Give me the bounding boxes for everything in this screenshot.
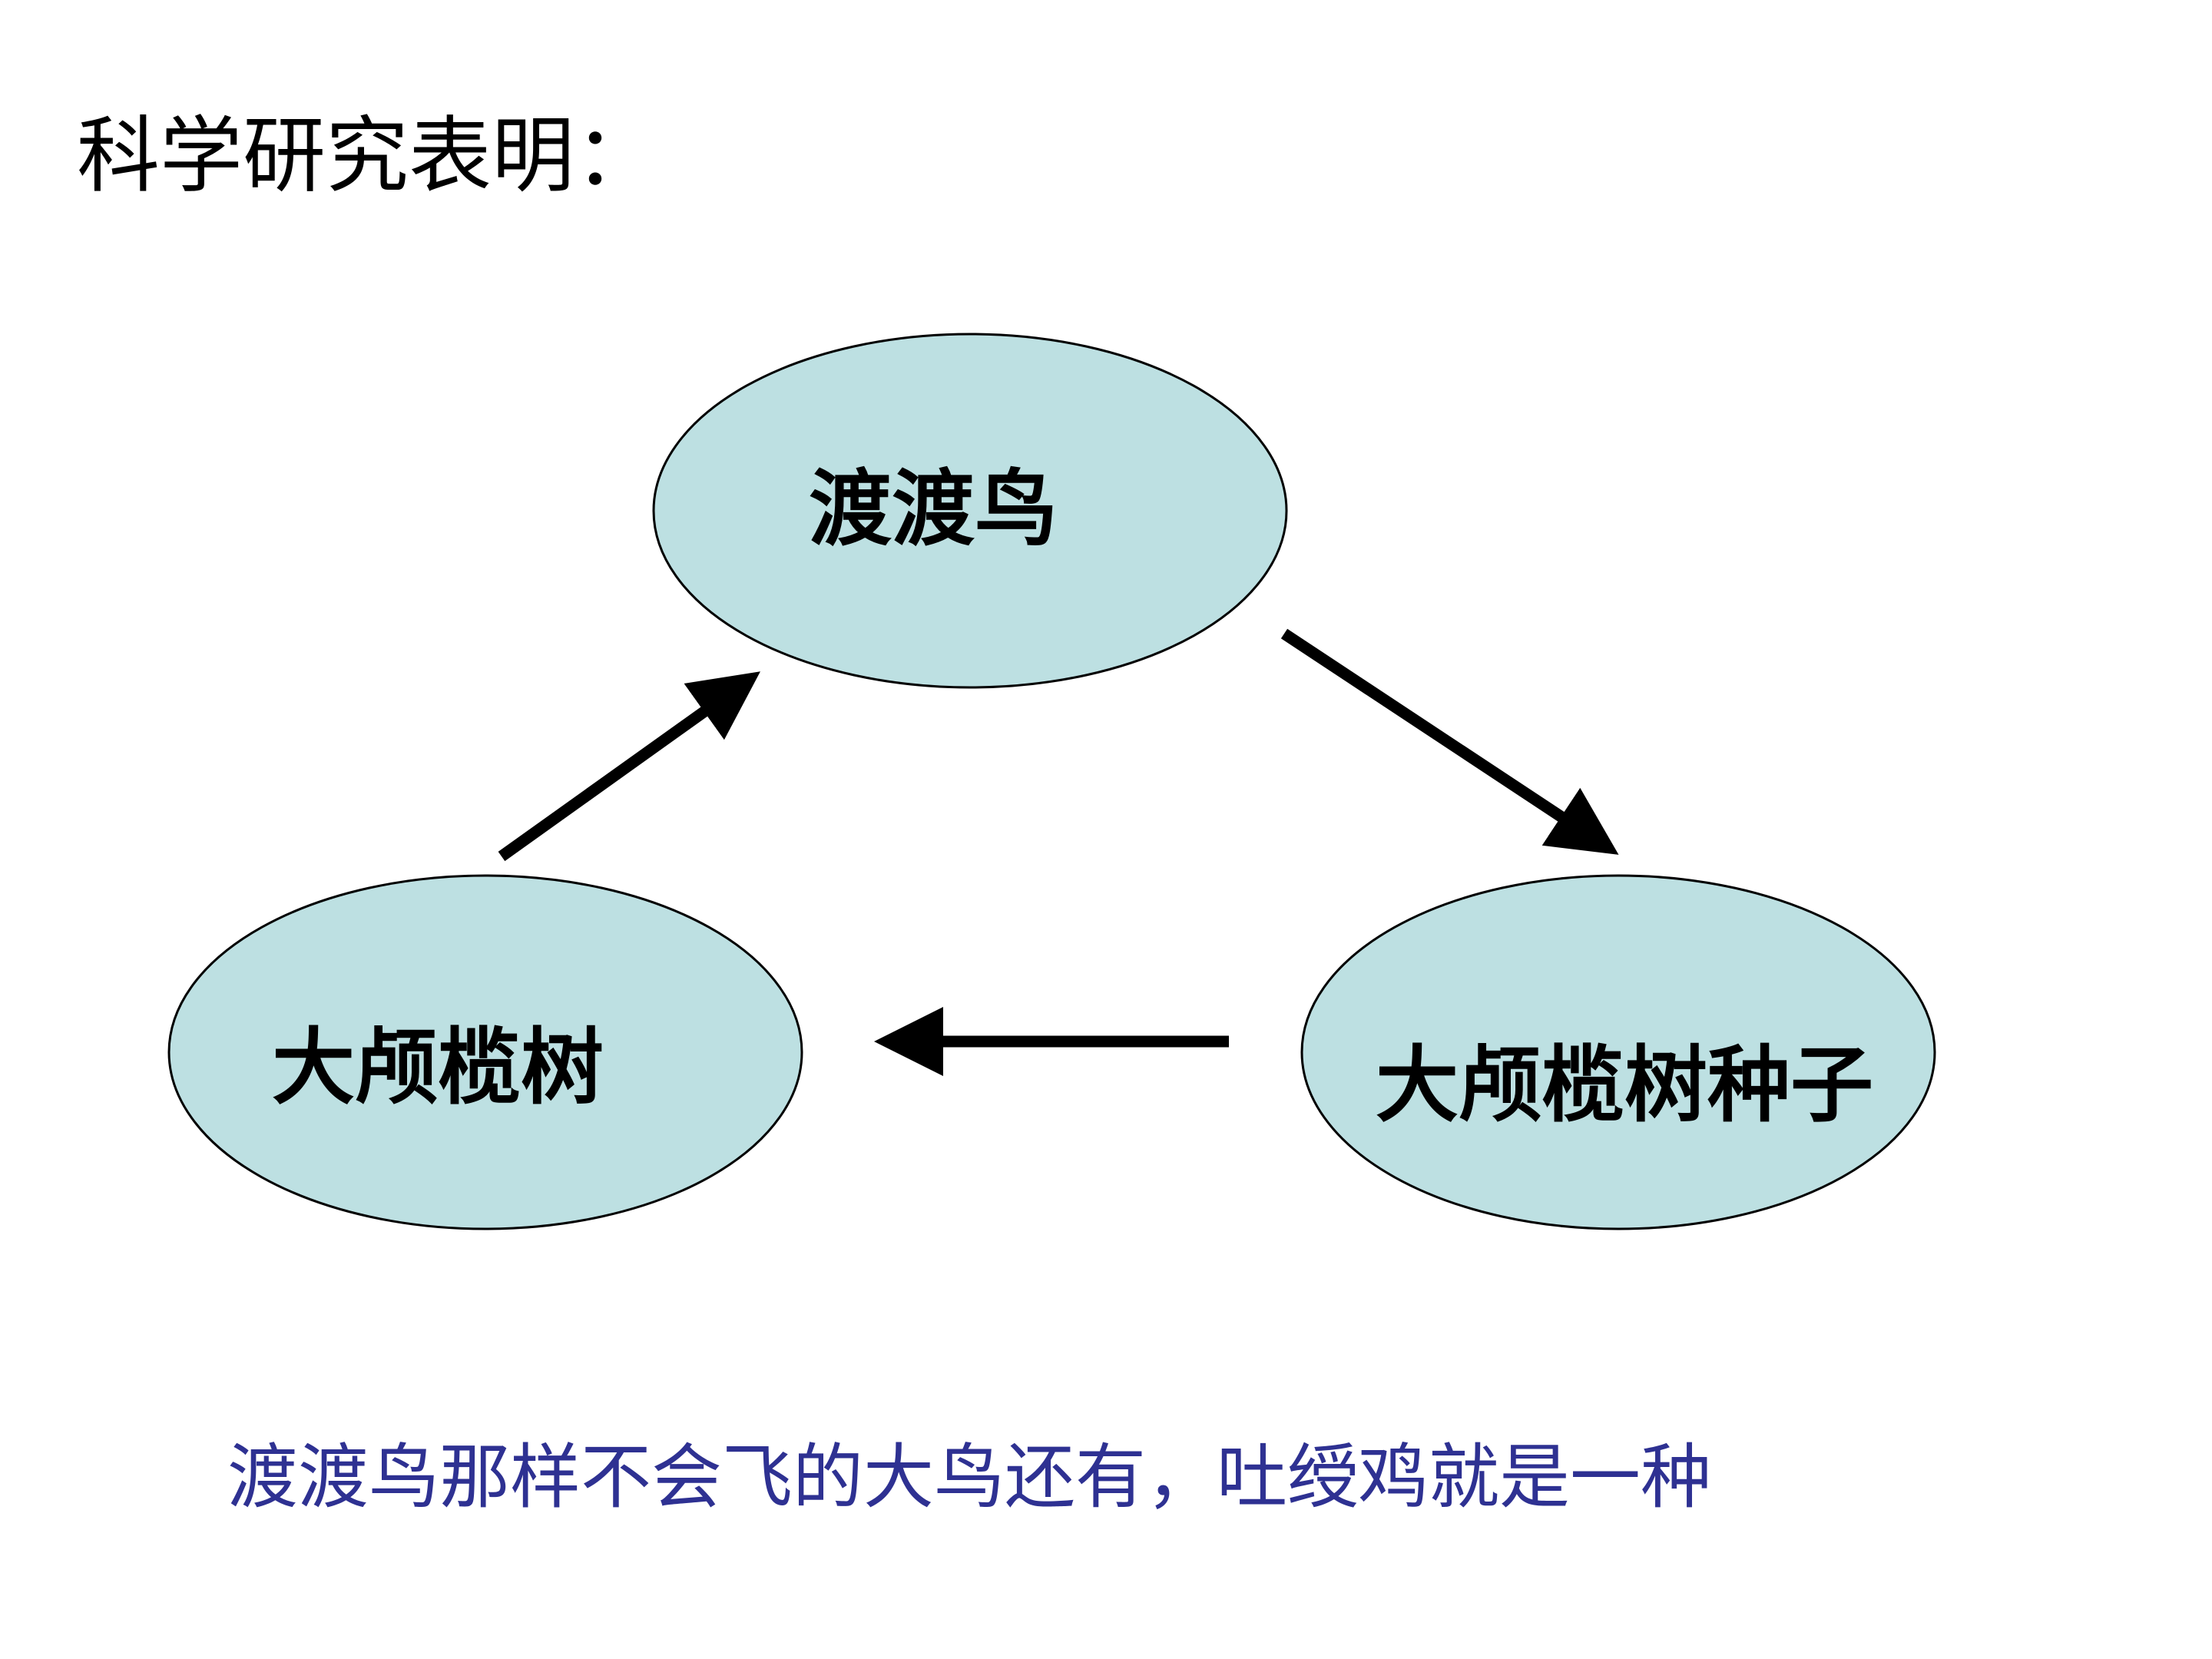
node-seed: 大颅榄树种子 [1300,874,1936,1230]
node-seed-ellipse [1300,874,1936,1230]
arrow-dodo-to-seed [1280,628,1619,855]
node-tree: 大颅榄树 [167,874,803,1230]
arrow-tree-to-dodo [498,671,760,862]
node-dodo: 渡渡鸟 [652,333,1288,689]
caption-text: 渡渡鸟那样不会飞的大鸟还有，吐绶鸡就是一种 [227,1436,1712,1518]
node-dodo-label: 渡渡鸟 [809,461,1058,558]
slide-title: 科学研究表明： [77,108,658,204]
node-seed-label: 大颅榄树种子 [1376,1037,1873,1134]
node-tree-ellipse [167,874,803,1230]
node-dodo-ellipse [652,333,1288,689]
node-tree-label: 大颅榄树 [272,1019,604,1116]
